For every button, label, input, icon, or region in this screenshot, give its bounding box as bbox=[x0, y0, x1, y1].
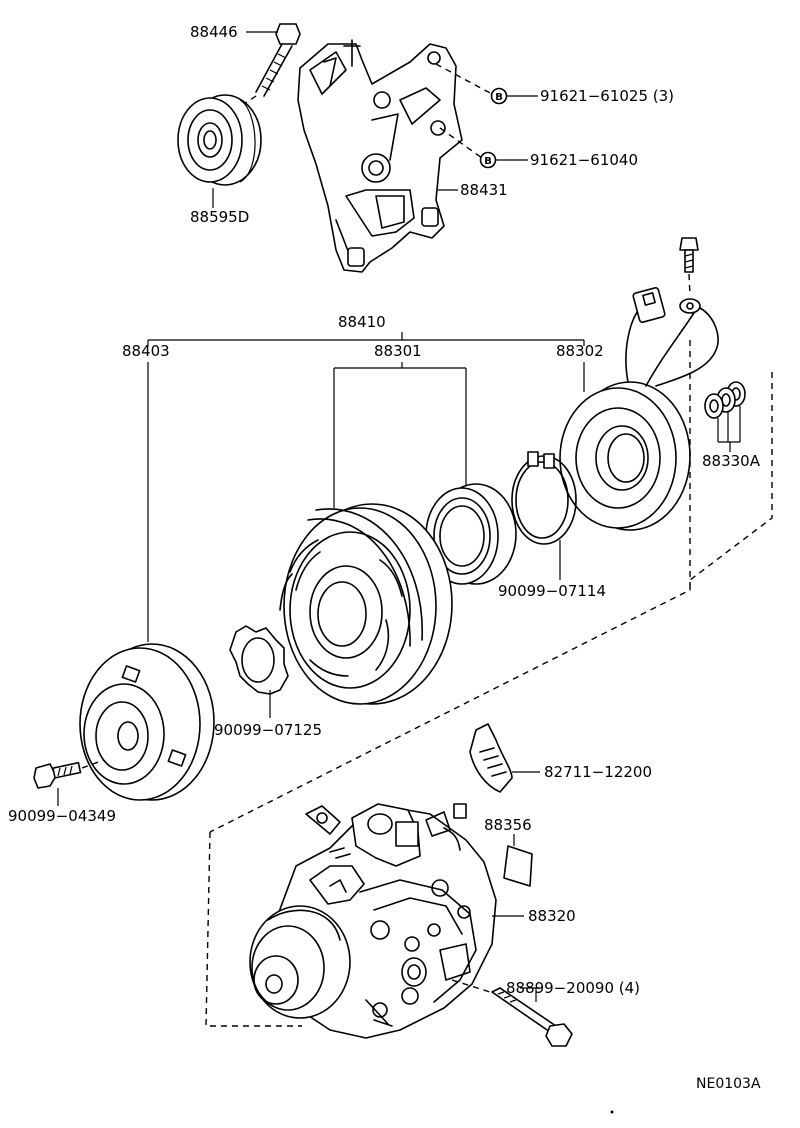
label-88899-20090: 88899−20090 (4) bbox=[506, 979, 640, 997]
label-88431: 88431 bbox=[460, 181, 508, 199]
ground-screw[interactable] bbox=[679, 237, 699, 273]
label-88356: 88356 bbox=[484, 816, 532, 834]
label-88446: 88446 bbox=[190, 23, 238, 41]
bolt-91621-61040[interactable]: B bbox=[479, 151, 497, 169]
marker-b: B bbox=[495, 92, 503, 103]
label-88403: 88403 bbox=[122, 342, 170, 360]
marker-b: B bbox=[484, 156, 492, 167]
field-coil-88302[interactable] bbox=[559, 287, 719, 531]
label-88410: 88410 bbox=[338, 313, 386, 331]
magnet-clutch-pulley-88301[interactable] bbox=[279, 503, 453, 705]
bolt-90099-04349[interactable] bbox=[33, 761, 82, 789]
label-90099-04349: 90099−04349 bbox=[8, 807, 116, 825]
pressure-plate-88403[interactable] bbox=[79, 643, 215, 801]
label-82711-12200: 82711−12200 bbox=[544, 763, 652, 781]
label-88330a: 88330A bbox=[702, 452, 761, 470]
label-91621-61040: 91621−61040 bbox=[530, 151, 638, 169]
label-88302: 88302 bbox=[556, 342, 604, 360]
label-88301: 88301 bbox=[374, 342, 422, 360]
compressor-88320[interactable] bbox=[249, 803, 497, 1039]
shims-88330a[interactable] bbox=[704, 381, 746, 419]
bolt-88899-20090[interactable] bbox=[491, 987, 573, 1047]
label-88595d: 88595D bbox=[190, 208, 249, 226]
compressor-bracket-88431[interactable] bbox=[297, 39, 463, 273]
idler-pulley-88595d[interactable] bbox=[177, 94, 262, 186]
snap-ring-90099-07125[interactable] bbox=[229, 625, 289, 695]
caution-label-88356[interactable] bbox=[503, 845, 533, 887]
snap-ring-90099-07114[interactable] bbox=[511, 451, 577, 545]
label-90099-07125: 90099−07125 bbox=[214, 721, 322, 739]
label-88320: 88320 bbox=[528, 907, 576, 925]
drawing-code: NE0103A bbox=[696, 1076, 761, 1092]
bolt-91621-61025[interactable]: B bbox=[490, 87, 508, 105]
label-91621-61025: 91621−61025 (3) bbox=[540, 87, 674, 105]
band-82711-12200[interactable] bbox=[469, 723, 513, 793]
bolt-88446[interactable] bbox=[255, 23, 301, 97]
label-90099-07114: 90099−07114 bbox=[498, 582, 606, 600]
